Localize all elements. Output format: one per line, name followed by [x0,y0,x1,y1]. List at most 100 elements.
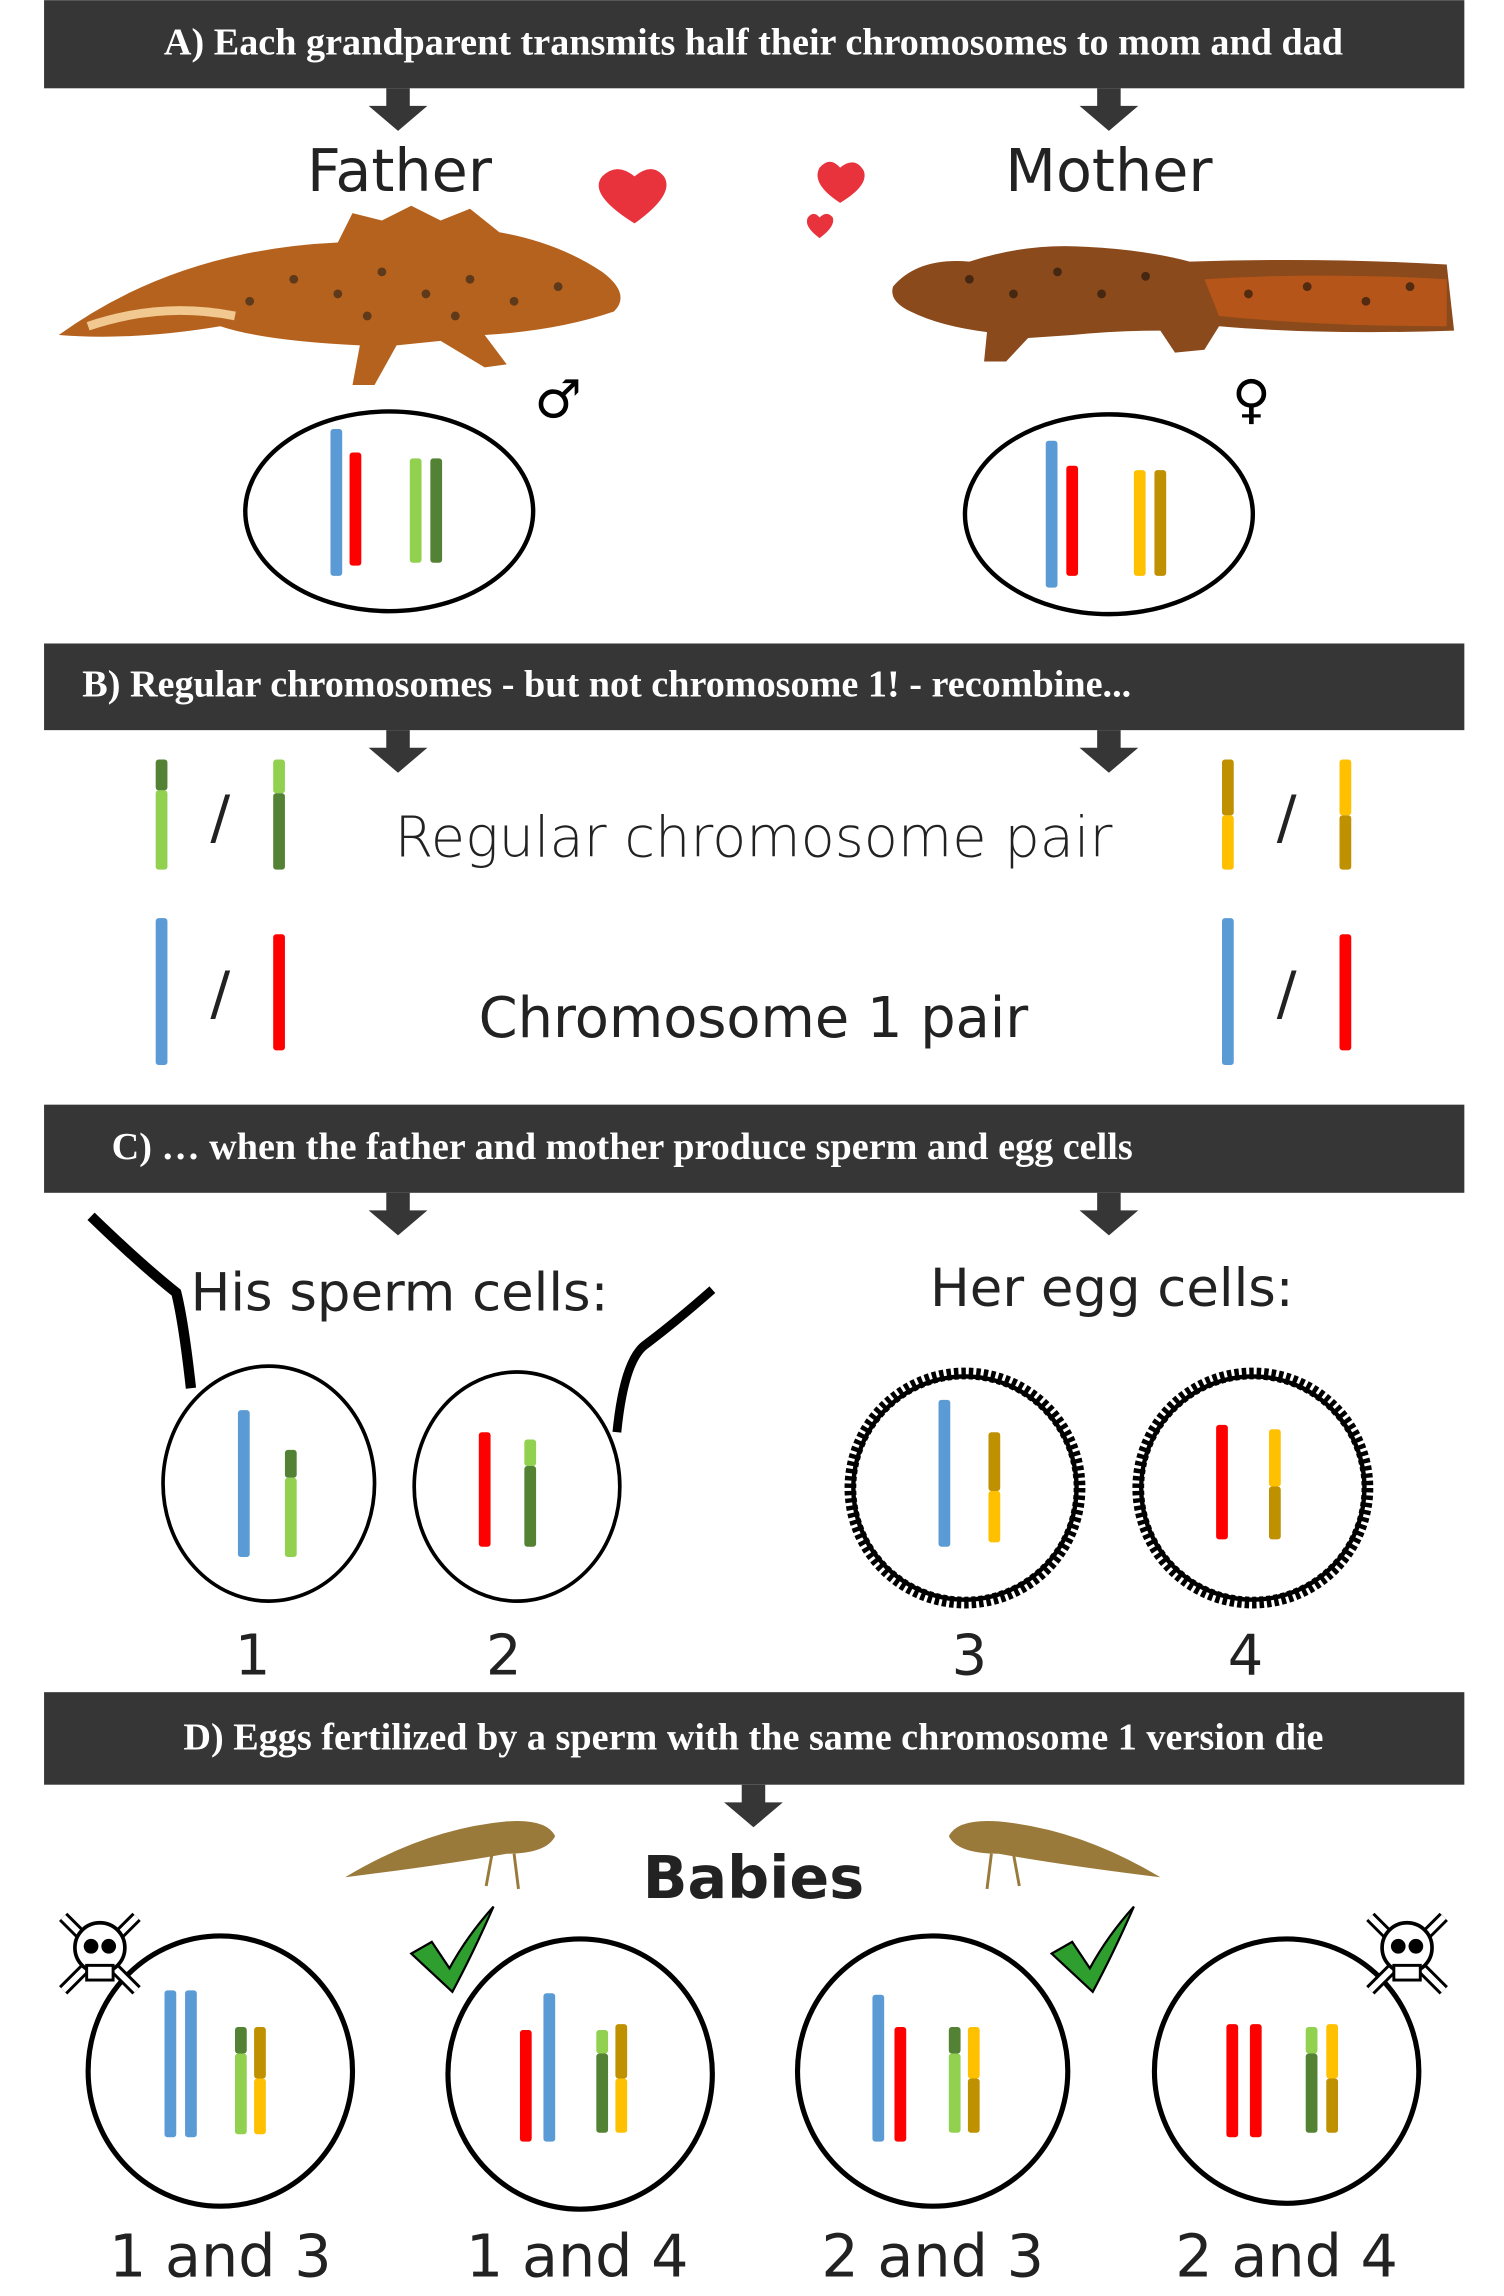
chromosome-segment [967,2027,980,2079]
chromosome [254,2027,266,2135]
chromosome-segment [155,759,168,791]
chromosome [1222,918,1234,1066]
chromosome-segment [1066,465,1079,576]
baby-cell-2-and-4 [1151,1936,1422,2206]
arrow-down-icon [368,1192,428,1236]
chromosome [478,1432,491,1547]
chromosome-segment [430,458,443,563]
chromosome [967,2027,980,2133]
separator: / [210,959,230,1028]
chromosome-segment [254,2078,266,2135]
chromosome [988,1432,1001,1543]
chromosome-segment [1249,2024,1262,2138]
chromosome [524,1439,537,1547]
separator: / [1277,959,1297,1028]
chromosome [894,2027,907,2142]
heart-icon [598,169,667,224]
chromosome [596,2029,609,2133]
chromosome-segment [1339,815,1352,870]
chromosome [273,759,285,870]
chromosome-segment [478,1432,491,1547]
chromosome [1216,1424,1228,1540]
chromosome-segment [273,934,285,1051]
banner-a-title: A) Each grandparent transmits half their… [164,22,1343,64]
chromosome-segment [155,918,168,1066]
chromosome-segment [988,1432,1001,1491]
baby-newt-image-left [345,1821,556,1890]
regular-pair-label: Regular chromosome pair [395,805,1113,870]
chromosome [164,1990,177,2138]
skull-crossbones-icon [59,1912,141,1995]
chromosome [543,1993,556,2142]
chromosome1-pair-label: Chromosome 1 pair [479,986,1029,1051]
chromosome [1249,2024,1262,2138]
chromosome-segment [1045,440,1058,588]
chromosome-segment [1269,1429,1281,1487]
mother-newt-image [892,246,1455,362]
sperm-tail [87,1212,197,1389]
chromosome-segment [1216,1424,1228,1540]
chromosome-segment [988,1490,1001,1543]
chromosome [1222,759,1234,870]
chromosome-segment [284,1449,297,1478]
chromosome [284,1449,297,1558]
chromosome [615,2024,628,2133]
chromosome [235,2027,247,2135]
cell-number-3: 3 [952,1624,988,1689]
chromosome-segment [1222,918,1234,1066]
chromosome-segment [185,1990,197,2138]
chromosome-segment [596,2053,609,2133]
egg-cell-3 [844,1367,1086,1609]
chromosome [1045,440,1058,588]
chromosome [1154,470,1167,576]
chromosome [430,458,443,563]
chromosome-segment [596,2029,609,2054]
father-newt-image [58,205,621,385]
baby-cell-1-and-3 [85,1933,356,2209]
father-cell [243,409,536,614]
chromosome-segment [1339,759,1352,816]
chromosome [237,1410,250,1558]
baby-newt-image-right [948,1821,1161,1890]
chromosome-segment [1269,1486,1281,1540]
separator: / [210,782,230,851]
chromosome-segment [1154,470,1167,576]
separator: / [1277,782,1297,851]
hearts [598,161,865,239]
arrow-down-icon [368,730,428,773]
sperm-cells [87,1212,716,1603]
chromosome-segment [164,1990,177,2138]
chromosome-segment [284,1477,297,1558]
check-icon [409,1905,495,1994]
heart-icon [817,161,865,203]
chromosome [330,429,343,576]
arrow-down-icon [1079,88,1139,131]
banner-a: A) Each grandparent transmits half their… [44,0,1465,89]
chromosome [1326,2024,1339,2133]
chromosome [872,1994,885,2142]
chromosome [1339,759,1352,870]
chromosome-segment [254,2027,266,2079]
combination-label: 2 and 4 [1175,2222,1398,2291]
chromosome-segment [1339,934,1352,1051]
cell-number-4: 4 [1228,1624,1264,1689]
banner-b: B) Regular chromosomes - but not chromos… [44,643,1465,731]
chromosome [273,934,285,1051]
chromosome [1269,1429,1281,1540]
chromosome-segment [948,2027,961,2054]
chromosome-segment [235,2027,247,2054]
chromosome-segment [519,2029,532,2142]
chromosome-segment [273,759,285,794]
chromosome-segment [1326,2024,1339,2079]
chromosome-segment [524,1465,537,1547]
arrow-down-icon [724,1784,783,1828]
chromosome [185,1990,197,2138]
chromosome [349,452,362,566]
banner-c: C) … when the father and mother produce … [44,1104,1465,1193]
male-symbol-icon: ♂ [534,369,581,430]
chromosome-segment [273,793,285,870]
chromosome-segment [1305,2053,1318,2133]
cell-number-2: 2 [486,1624,521,1689]
arrow-down-icon [368,88,428,131]
